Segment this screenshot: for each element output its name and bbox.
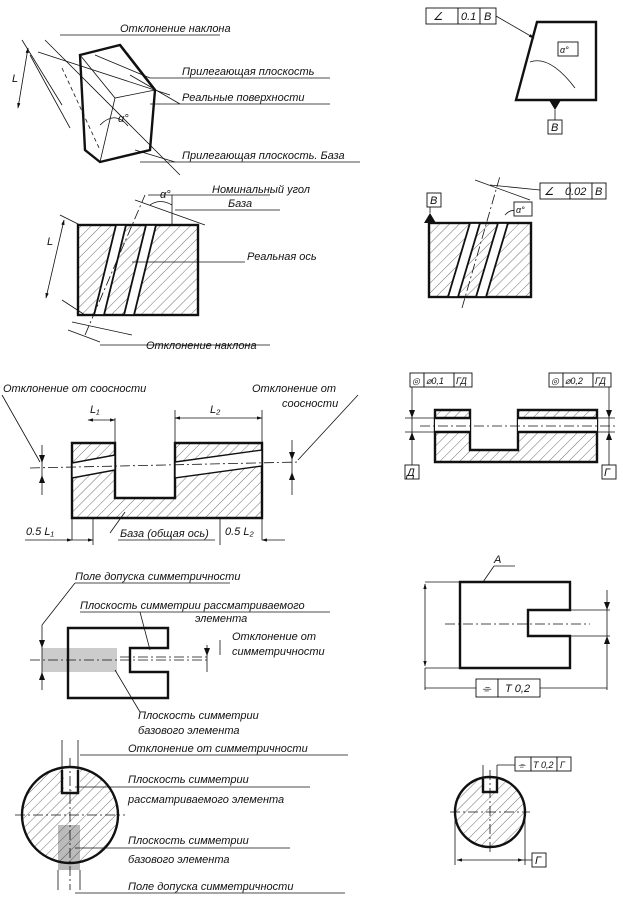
fig4r-label-a: A (493, 554, 501, 566)
fig3-half-L2: 0.5 L₂ (225, 526, 254, 538)
fig3r-frame2-symbol: ◎ (551, 376, 560, 386)
fig5r-datum: Г (560, 760, 566, 770)
fig3-L1: L₁ (90, 404, 100, 416)
fig3-L2: L₂ (210, 404, 221, 416)
fig5-shaft: Отклонение от симметричности Плоскость с… (15, 740, 348, 894)
fig4-sym-plane-2: элемента (195, 613, 247, 625)
fig4r-tolerance: T 0,2 (505, 683, 530, 695)
fig1-dim-L: L (12, 73, 18, 85)
fig2-angle: α° (160, 189, 171, 201)
fig5r-shaft: ⌯ T 0,2 Г Г (450, 756, 572, 868)
trapezoid-part (514, 20, 598, 102)
fig3r-frame1-datum: ГД (456, 376, 468, 386)
fig4-symmetry: Поле допуска симметричности Плоскость си… (30, 571, 330, 737)
fig1-adjacent-plane-base: Прилегающая плоскость. База (182, 150, 345, 162)
fig1-slope-deviation: Отклонение наклона (120, 23, 231, 35)
fig4-sym-dev-1: Отклонение от (232, 631, 316, 643)
fig5r-datum-label: Г (535, 855, 542, 867)
dim-line-L (29, 54, 71, 129)
fig3-coaxiality: Отклонение от соосности Отклонение от со… (1, 383, 359, 545)
fig4-sym-plane-1: Плоскость симметрии рассматриваемого (80, 600, 305, 612)
fig1-adjacent-plane: Прилегающая плоскость (182, 66, 315, 78)
fig2r-angle: α° (516, 205, 525, 215)
fig1r-datum: B (484, 11, 491, 23)
fig4r-part (458, 580, 572, 670)
fig4-base-plane-1: Плоскость симметрии (138, 710, 259, 722)
fig3r-datum-d: Д (405, 467, 415, 479)
fig5-base-2: базового элемента (128, 854, 230, 866)
fig4-part (66, 626, 170, 700)
fig5r-symbol: ⌯ (518, 760, 526, 770)
fig1-angle: α° (118, 113, 129, 125)
fig2r-datum-label: B (430, 195, 437, 207)
fig1-real-surfaces: Реальные поверхности (182, 92, 305, 104)
fig3-half-L1: 0.5 L₁ (26, 526, 54, 538)
fig3r-frame2-tol: ⌀0,2 (565, 376, 583, 386)
fig3-coax-left: Отклонение от соосности (3, 383, 146, 395)
fig1r-trapezoid: ∠ 0.1 B α° B (425, 7, 598, 135)
fig2r-datum: B (595, 186, 602, 198)
fig1r-symbol: ∠ (433, 11, 443, 23)
fig1r-angle: α° (560, 45, 569, 55)
fig4-base-plane-2: базового элемента (138, 725, 240, 737)
fig4r-symbol: ⌯ (482, 683, 492, 695)
fig2-base: База (228, 198, 252, 210)
fig2r-hatched-block: B ∠ 0.02 B α° (424, 175, 607, 309)
fig3r-frame1-tol: ⌀0,1 (426, 376, 444, 386)
fig2r-symbol: ∠ (544, 186, 554, 198)
fig4-sym-dev-2: симметричности (232, 646, 325, 658)
block-outline (78, 43, 157, 164)
fig4r-symmetry: ⌯ T 0,2 A (423, 554, 610, 698)
fig3r-datum-g: Г (604, 467, 611, 479)
fig2-slope-deviation: Отклонение наклона (146, 340, 257, 352)
fig5-base-1: Плоскость симметрии (128, 835, 249, 847)
fig5-plane-2: рассматриваемого элемента (127, 794, 284, 806)
fig1r-datum-label: B (551, 122, 558, 134)
fig4-sym-field: Поле допуска симметричности (75, 571, 240, 583)
fig3-coax-right-2: соосности (282, 398, 338, 410)
fig2-dim-L: L (47, 236, 53, 248)
fig2-real-axis: Реальная ось (247, 251, 317, 263)
fig3r-frame1-symbol: ◎ (412, 376, 421, 386)
fig1r-tolerance: 0.1 (461, 11, 476, 23)
fig3r-frame2-datum: ГД (595, 376, 607, 386)
fig1-block-diagram: L α° Отклонение наклона Прилегающая плос… (12, 23, 360, 176)
fig3-base-axis: База (общая ось) (120, 528, 209, 540)
fig5-sym-dev: Отклонение от симметричности (128, 743, 308, 755)
fig3-coax-right-1: Отклонение от (252, 383, 336, 395)
fig2-hatched-block: L α° Номинальный угол База Реальная ось … (45, 184, 317, 352)
fig5-field: Поле допуска симметричности (128, 881, 293, 893)
fig3r-coaxiality: ◎ ⌀0,1 ГД ◎ ⌀0,2 ГД Д Г (404, 372, 617, 480)
fig5-plane-1: Плоскость симметрии (128, 774, 249, 786)
fig2-nominal-angle: Номинальный угол (212, 184, 310, 196)
fig5r-tolerance: T 0,2 (533, 760, 554, 770)
fig2r-tolerance: 0.02 (565, 186, 586, 198)
